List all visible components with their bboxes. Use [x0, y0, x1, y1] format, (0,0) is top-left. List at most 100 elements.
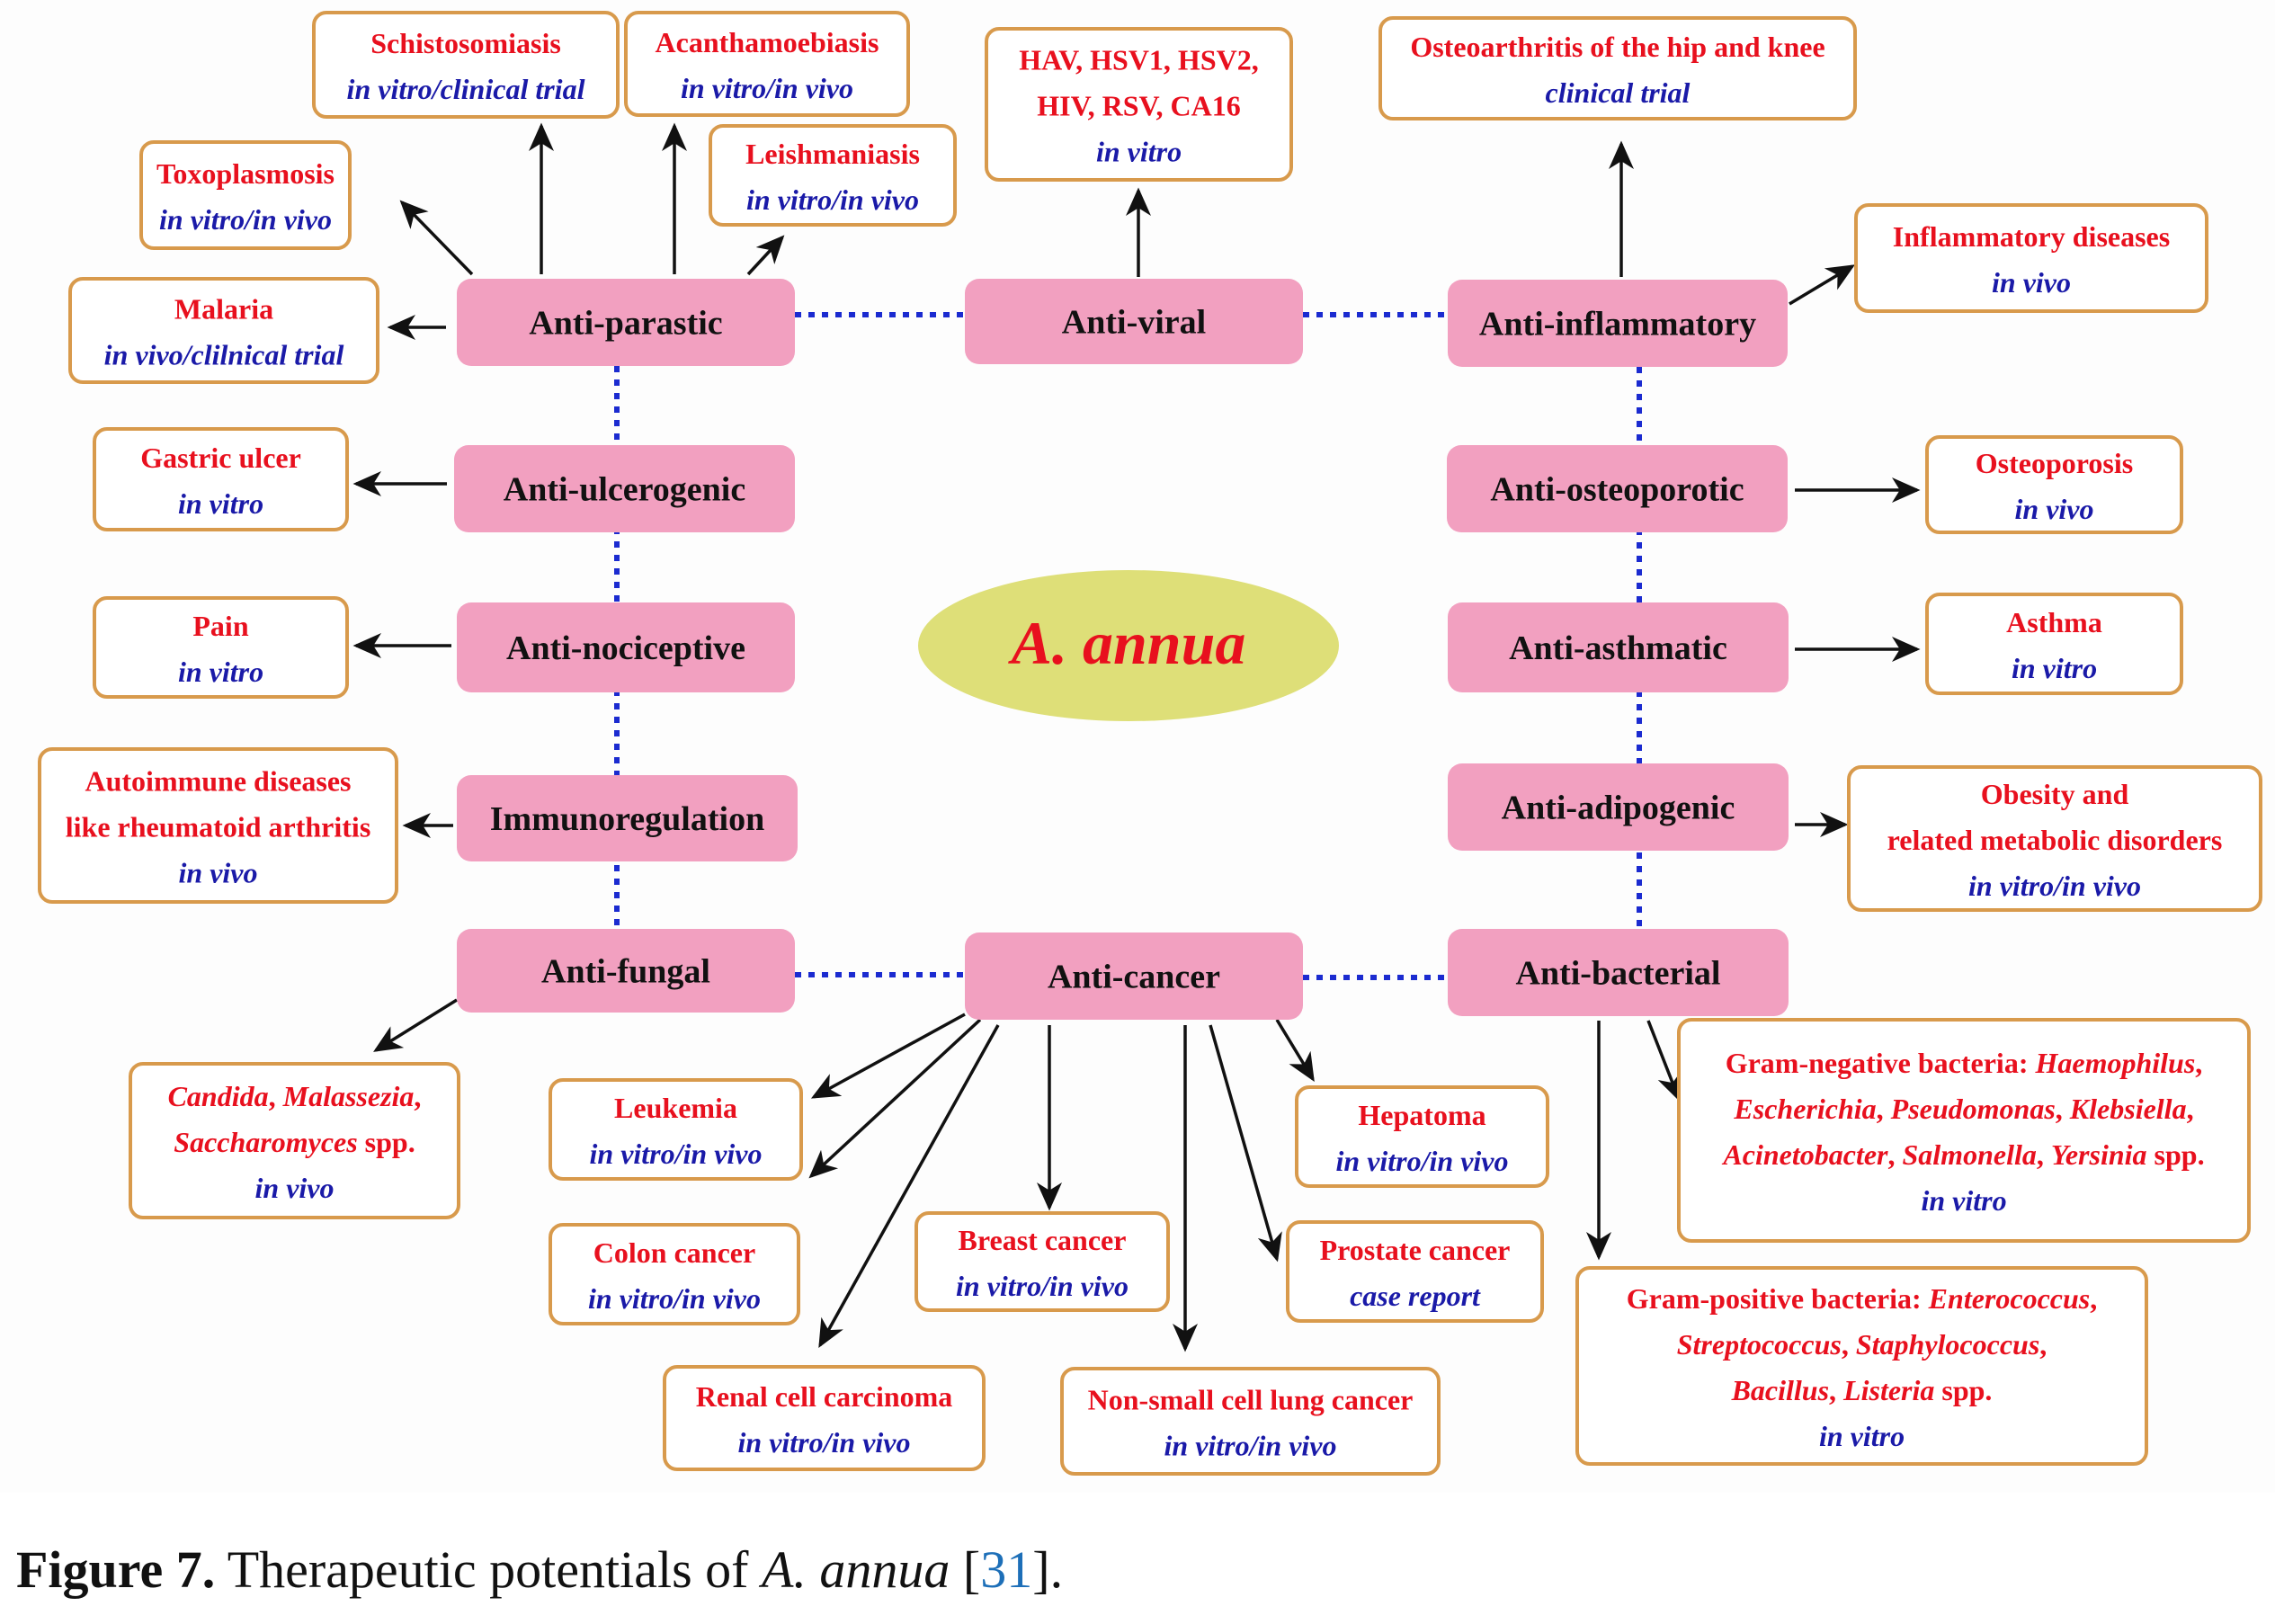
caption-species: A. annua — [761, 1540, 950, 1599]
category-label: Anti-adipogenic — [1502, 790, 1735, 827]
category-anti-fungal[interactable]: Anti-fungal — [457, 929, 795, 1013]
disease-toxoplasmosis[interactable]: Toxoplasmosis in vitro/in vivo — [139, 140, 352, 250]
evidence-level: in vitro — [1096, 136, 1182, 168]
text-segment: HIV, RSV, CA16 — [1037, 90, 1240, 122]
category-anti-adipogenic[interactable]: Anti-adipogenic — [1448, 763, 1789, 851]
text-segment: Malaria — [174, 293, 273, 326]
text-segment: , — [2090, 1282, 2097, 1315]
text-segment: Leukemia — [614, 1092, 737, 1124]
text-segment: , — [2039, 1328, 2047, 1361]
text-segment: Non-small cell lung cancer — [1088, 1384, 1414, 1416]
text-segment: Pain — [192, 610, 248, 642]
taxon-name: Acinetobacter — [1721, 1138, 1888, 1171]
disease-name: Osteoporosis — [1976, 447, 2133, 479]
category-box — [457, 775, 798, 861]
arrows — [352, 122, 1921, 1352]
text-segment: , — [1842, 1328, 1856, 1361]
evidence-level: in vitro/in vivo — [1164, 1430, 1337, 1462]
disease-name: HIV, RSV, CA16 — [1037, 90, 1240, 122]
disease-name: like rheumatoid arthritis — [66, 811, 371, 843]
category-nodes: Anti-parastic Anti-viral Anti-inflammatory… — [454, 279, 1789, 1020]
disease-box — [1286, 1220, 1544, 1323]
disease-name: Escherichia, Pseudomonas, Klebsiella, — [1733, 1093, 2193, 1125]
text-segment: Gram-positive bacteria: — [1627, 1282, 1929, 1315]
disease-box — [1677, 1018, 2251, 1243]
category-anti-bacterial[interactable]: Anti-bacterial — [1448, 929, 1789, 1016]
disease-name: Bacillus, Listeria spp. — [1731, 1374, 1993, 1406]
category-box — [1448, 280, 1788, 367]
text-segment: like rheumatoid arthritis — [66, 811, 371, 843]
category-box — [965, 932, 1303, 1020]
category-anti-cancer[interactable]: Anti-cancer — [965, 932, 1303, 1020]
disease-name: Malaria — [174, 293, 273, 326]
disease-box — [312, 11, 620, 119]
text-segment: , — [1887, 1138, 1902, 1171]
disease-box — [709, 124, 957, 227]
evidence-level: in vitro/in vivo — [159, 203, 332, 236]
text-segment: Toxoplasmosis — [156, 157, 335, 190]
evidence-level: in vitro/in vivo — [1336, 1145, 1509, 1177]
text-segment: , — [1829, 1374, 1843, 1406]
category-label: Immunoregulation — [490, 800, 764, 838]
category-anti-inflammatory[interactable]: Anti-inflammatory — [1448, 280, 1788, 367]
disease-fungi[interactable]: Candida, Malassezia,Saccharomyces spp.in… — [129, 1062, 460, 1219]
taxon-name: Escherichia — [1733, 1093, 1876, 1125]
category-anti-asthmatic[interactable]: Anti-asthmatic — [1448, 602, 1789, 692]
dotted-links — [614, 312, 1642, 980]
caption-reference-link[interactable]: 31 — [980, 1540, 1033, 1599]
disease-nsclc[interactable]: Non-small cell lung cancer in vitro/in vi… — [1060, 1367, 1441, 1476]
text-segment: Gram-negative bacteria: — [1726, 1047, 2036, 1079]
category-box — [1448, 929, 1789, 1016]
category-anti-ulcerogenic[interactable]: Anti-ulcerogenic — [454, 445, 795, 532]
taxon-name: Candida — [168, 1080, 269, 1112]
taxon-name: Bacillus — [1731, 1374, 1829, 1406]
center-label: A. annua — [1008, 609, 1246, 677]
category-immunoregulation[interactable]: Immunoregulation — [457, 775, 798, 861]
disease-hepatoma[interactable]: Hepatoma in vitro/in vivo — [1295, 1085, 1549, 1188]
disease-name: Saccharomyces spp. — [174, 1126, 415, 1158]
text-segment: Renal cell carcinoma — [696, 1380, 953, 1413]
disease-name: Toxoplasmosis — [156, 157, 335, 190]
text-segment: , — [2037, 1138, 2051, 1171]
disease-gram-positive[interactable]: Gram-positive bacteria: Enterococcus,Str… — [1575, 1266, 2148, 1466]
disease-name: Schistosomiasis — [370, 27, 561, 59]
text-segment: Breast cancer — [959, 1224, 1127, 1256]
disease-osteoarthritis[interactable]: Osteoarthritis of the hip and kneeclinic… — [1378, 16, 1857, 120]
category-anti-parastic[interactable]: Anti-parastic — [457, 279, 795, 366]
category-anti-osteoporotic[interactable]: Anti-osteoporotic — [1447, 445, 1788, 532]
arrow-to-leukemia — [810, 1013, 966, 1099]
category-label: Anti-bacterial — [1516, 955, 1721, 993]
category-label: Anti-viral — [1062, 304, 1206, 342]
disease-name: Leukemia — [614, 1092, 737, 1124]
text-segment: Hepatoma — [1358, 1099, 1485, 1131]
disease-autoimmune[interactable]: Autoimmune diseases like rheumatoid arthr… — [38, 747, 398, 904]
disease-box — [129, 1062, 460, 1219]
disease-name: Autoimmune diseases — [85, 765, 351, 798]
category-anti-nociceptive[interactable]: Anti-nociceptive — [457, 602, 795, 692]
taxon-name: Listeria — [1842, 1374, 1934, 1406]
disease-box — [68, 277, 379, 384]
text-segment: , — [2187, 1093, 2194, 1125]
disease-gram-negative[interactable]: Gram-negative bacteria: Haemophilus,Esch… — [1677, 1018, 2251, 1243]
text-segment: Obesity and — [1981, 778, 2129, 810]
category-anti-viral[interactable]: Anti-viral — [965, 279, 1303, 364]
evidence-level: in vitro/in vivo — [746, 183, 919, 216]
evidence-level: in vivo — [179, 857, 258, 889]
disease-box — [985, 27, 1293, 182]
